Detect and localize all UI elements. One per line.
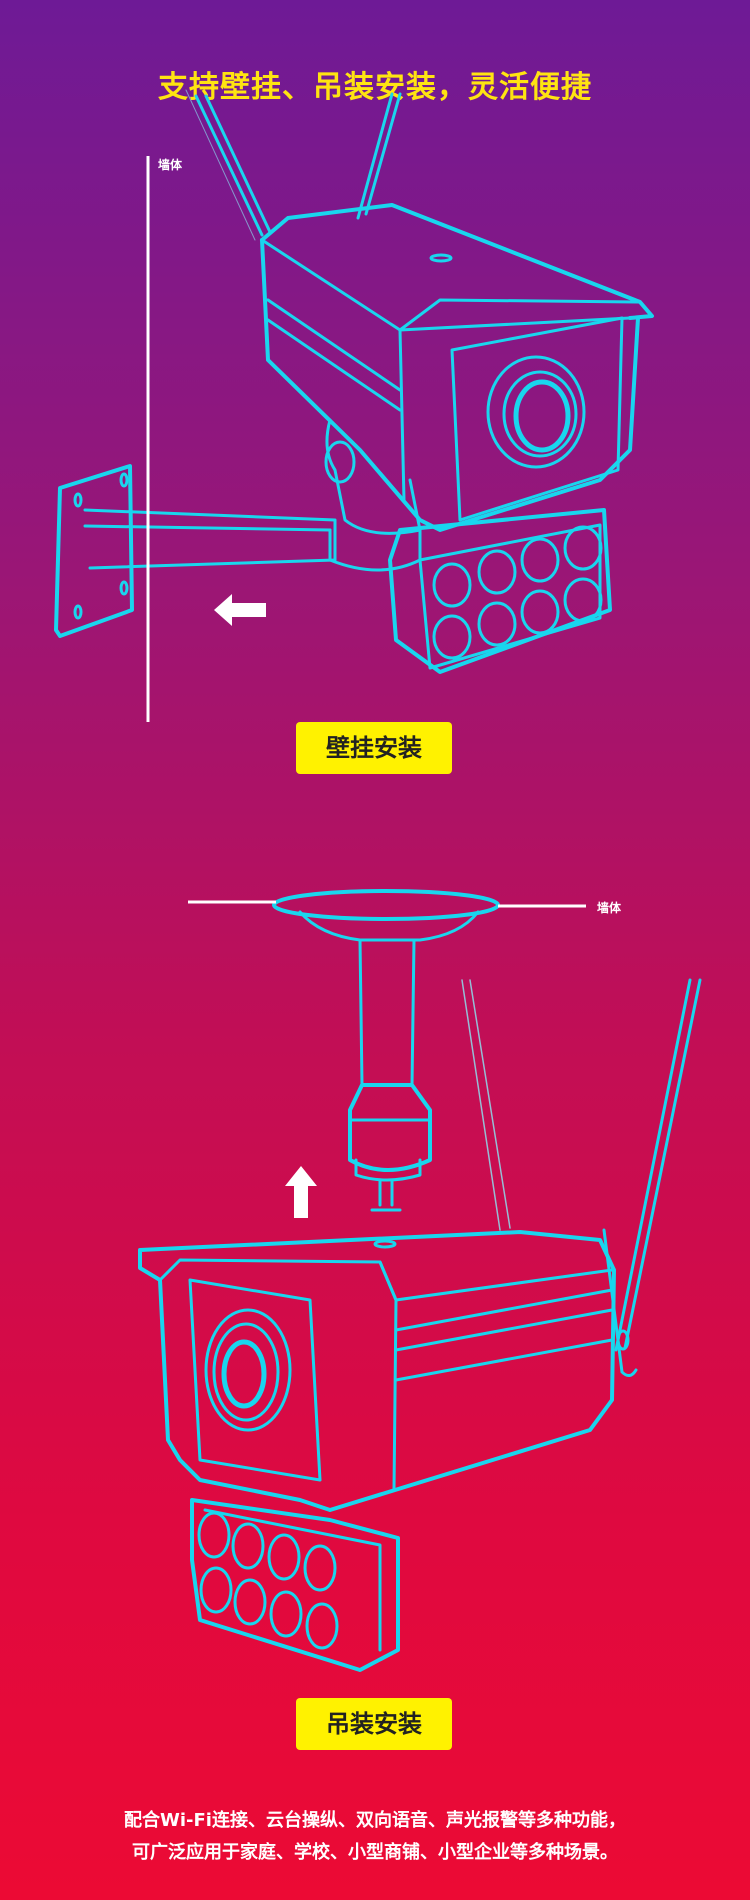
description-line-2: 可广泛应用于家庭、学校、小型商铺、小型企业等多种场景。 <box>132 1842 618 1863</box>
feature-description: 配合Wi-Fi连接、云台操纵、双向语音、声光报警等多种功能， 可广泛应用于家庭、… <box>0 1805 750 1869</box>
ir-led-array-icon <box>432 525 603 660</box>
wall-label: 墙体 <box>158 158 183 172</box>
arrow-up-icon <box>285 1166 317 1218</box>
wall-label: 墙体 <box>597 901 622 915</box>
ceiling-mount-badge: 吊装安装 <box>296 1698 452 1750</box>
ir-led-array-icon <box>197 1511 339 1650</box>
arrow-left-icon <box>214 594 266 626</box>
page-title: 支持壁挂、吊装安装，灵活便捷 <box>158 70 592 105</box>
description-line-1: 配合Wi-Fi连接、云台操纵、双向语音、声光报警等多种功能， <box>124 1810 626 1831</box>
antenna-icon <box>185 89 402 241</box>
wall-mount-badge: 壁挂安装 <box>296 722 452 774</box>
